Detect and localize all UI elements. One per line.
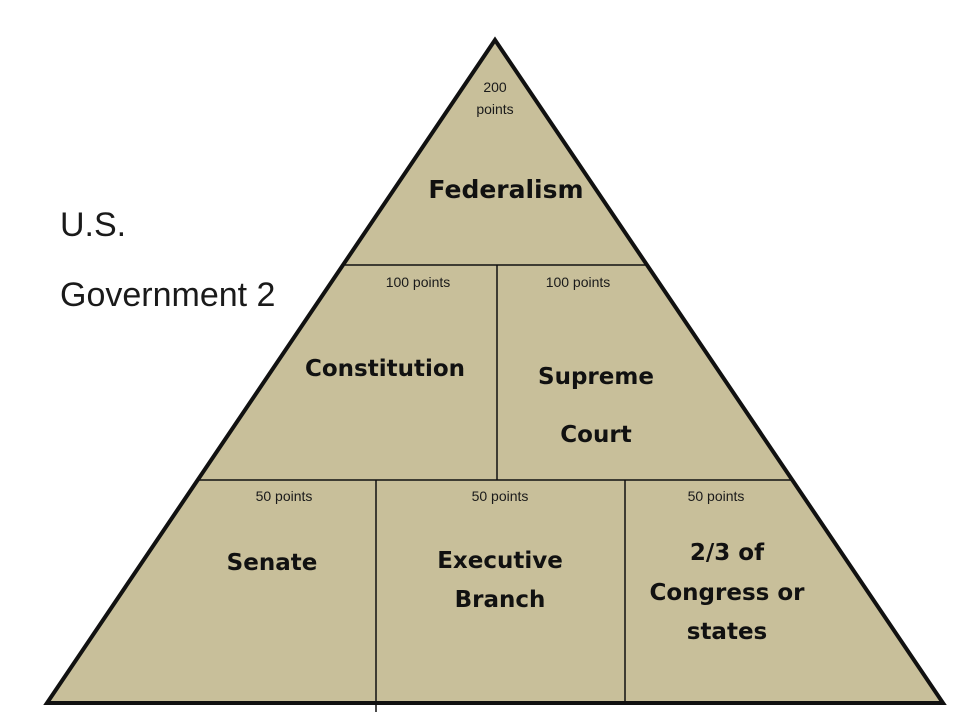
tile-label: Senate [227,550,318,576]
tile-label: Federalism [428,175,583,204]
slide-title: U.S. Government 2 [60,190,275,330]
tile-two-thirds-congress-states[interactable]: 50 points 2/3 of Congress or states [650,488,806,645]
tile-constitution[interactable]: 100 points Constitution [305,274,465,382]
tile-label: Court [560,422,631,448]
pyramid-body [43,36,947,705]
tile-label: states [687,619,768,645]
points-label: 50 points [688,488,745,504]
tile-label: Supreme [538,364,654,390]
points-label: 200 [483,79,507,95]
tile-supreme-court[interactable]: 100 points Supreme Court [538,274,654,448]
points-label: points [476,101,513,117]
tile-label: Constitution [305,356,465,382]
tile-label: Executive [437,548,563,574]
tile-label: Congress or [650,580,806,606]
title-line-2: Government 2 [60,276,276,314]
title-line-1: U.S. [60,206,127,244]
points-label: 100 points [386,274,451,290]
tile-label: Branch [455,587,546,613]
tile-senate[interactable]: 50 points Senate [227,488,318,576]
tile-executive-branch[interactable]: 50 points Executive Branch [437,488,563,613]
points-label: 50 points [256,488,313,504]
points-label: 50 points [472,488,529,504]
tile-federalism[interactable]: 200 points Federalism [428,79,583,204]
tile-label: 2/3 of [690,540,765,566]
points-label: 100 points [546,274,611,290]
